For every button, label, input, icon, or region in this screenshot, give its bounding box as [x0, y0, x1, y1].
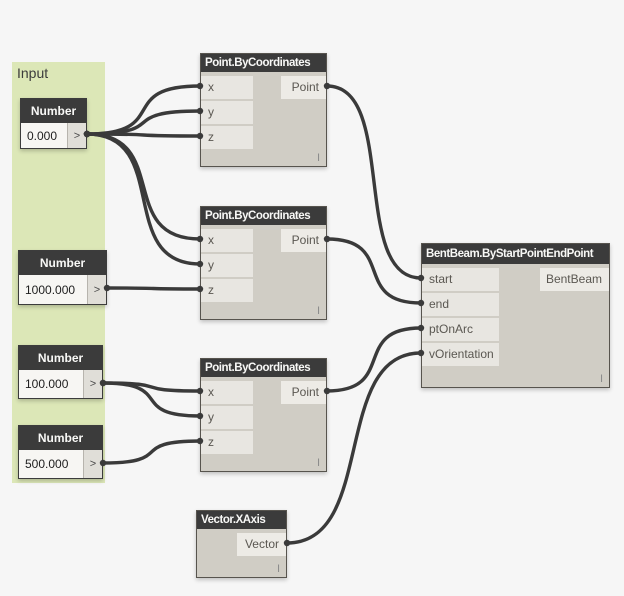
number-value-input[interactable]: 500.000 [19, 450, 84, 478]
output-port-point[interactable]: Point [281, 381, 326, 404]
input-port-z[interactable]: z [201, 279, 253, 302]
node-title[interactable]: Number [19, 251, 106, 275]
input-port-x[interactable]: x [201, 229, 253, 252]
input-port-z[interactable]: z [201, 126, 253, 149]
input-port-x[interactable]: x [201, 381, 253, 404]
input-port-y[interactable]: y [201, 254, 253, 277]
node-body: Vector I [197, 529, 286, 577]
lacing-indicator[interactable]: I [276, 563, 280, 575]
input-port-start[interactable]: start [422, 268, 499, 291]
input-port-z[interactable]: z [201, 431, 253, 454]
expand-button[interactable]: > [84, 450, 102, 478]
number-value-input[interactable]: 0.000 [21, 123, 68, 148]
expand-button[interactable]: > [68, 123, 86, 148]
input-port-end[interactable]: end [422, 293, 499, 316]
node-body: start end ptOnArc vOrientation BentBeam … [422, 264, 609, 387]
node-number-100[interactable]: Number 100.000 > [18, 345, 103, 399]
input-port-x[interactable]: x [201, 76, 253, 99]
node-vector-xaxis[interactable]: Vector.XAxis Vector I [196, 510, 287, 578]
node-body: x y z Point I [201, 72, 326, 166]
input-port-ptonarc[interactable]: ptOnArc [422, 318, 499, 341]
node-bentbeam-bystartpointendpoint[interactable]: BentBeam.ByStartPointEndPoint start end … [421, 243, 610, 388]
node-body: 0.000 > [21, 123, 86, 148]
node-title[interactable]: Number [19, 346, 102, 370]
expand-button[interactable]: > [88, 275, 106, 304]
lacing-indicator[interactable]: I [316, 152, 320, 164]
node-body: 500.000 > [19, 450, 102, 478]
output-port-bentbeam[interactable]: BentBeam [540, 268, 609, 291]
number-value-input[interactable]: 100.000 [19, 370, 84, 398]
node-title[interactable]: BentBeam.ByStartPointEndPoint [422, 244, 609, 264]
input-port-y[interactable]: y [201, 101, 253, 124]
node-number-500[interactable]: Number 500.000 > [18, 425, 103, 479]
wire-point1-Point-to-beam-start[interactable] [325, 84, 423, 280]
node-title[interactable]: Point.ByCoordinates [201, 207, 326, 225]
output-port-vector[interactable]: Vector [237, 533, 286, 556]
lacing-indicator[interactable]: I [316, 305, 320, 317]
wire-number-500-to-point3-z[interactable] [101, 439, 202, 465]
node-number-1000[interactable]: Number 1000.000 > [18, 250, 107, 305]
lacing-indicator[interactable]: I [599, 373, 603, 385]
output-port-point[interactable]: Point [281, 76, 326, 99]
lacing-indicator[interactable]: I [316, 457, 320, 469]
node-body: x y z Point I [201, 377, 326, 471]
wire-point3-Point-to-beam-ptOnArc[interactable] [325, 326, 423, 393]
input-port-y[interactable]: y [201, 406, 253, 429]
wire-number-0-to-point1-z[interactable] [85, 132, 202, 138]
node-title[interactable]: Vector.XAxis [197, 511, 286, 529]
node-point-bycoordinates-1[interactable]: Point.ByCoordinates x y z Point I [200, 53, 327, 167]
node-title[interactable]: Point.ByCoordinates [201, 54, 326, 72]
group-title[interactable]: Input [17, 65, 49, 81]
wire-number-0-to-point2-y[interactable] [85, 132, 202, 266]
output-port-point[interactable]: Point [281, 229, 326, 252]
wire-number-100-to-point3-y[interactable] [101, 381, 202, 418]
node-body: 1000.000 > [19, 275, 106, 304]
input-port-vorientation[interactable]: vOrientation [422, 343, 499, 366]
wire-point2-Point-to-beam-end[interactable] [325, 237, 423, 305]
expand-button[interactable]: > [84, 370, 102, 398]
node-point-bycoordinates-3[interactable]: Point.ByCoordinates x y z Point I [200, 358, 327, 472]
node-number-0[interactable]: Number 0.000 > [20, 98, 87, 149]
wire-vector-XAxis-to-beam-vOrientation[interactable] [285, 351, 423, 545]
node-title[interactable]: Number [19, 426, 102, 450]
node-point-bycoordinates-2[interactable]: Point.ByCoordinates x y z Point I [200, 206, 327, 320]
node-title[interactable]: Number [21, 99, 86, 123]
node-title[interactable]: Point.ByCoordinates [201, 359, 326, 377]
node-body: 100.000 > [19, 370, 102, 398]
wire-number-1000-to-point2-z[interactable] [105, 286, 202, 291]
node-body: x y z Point I [201, 225, 326, 319]
number-value-input[interactable]: 1000.000 [19, 275, 88, 304]
